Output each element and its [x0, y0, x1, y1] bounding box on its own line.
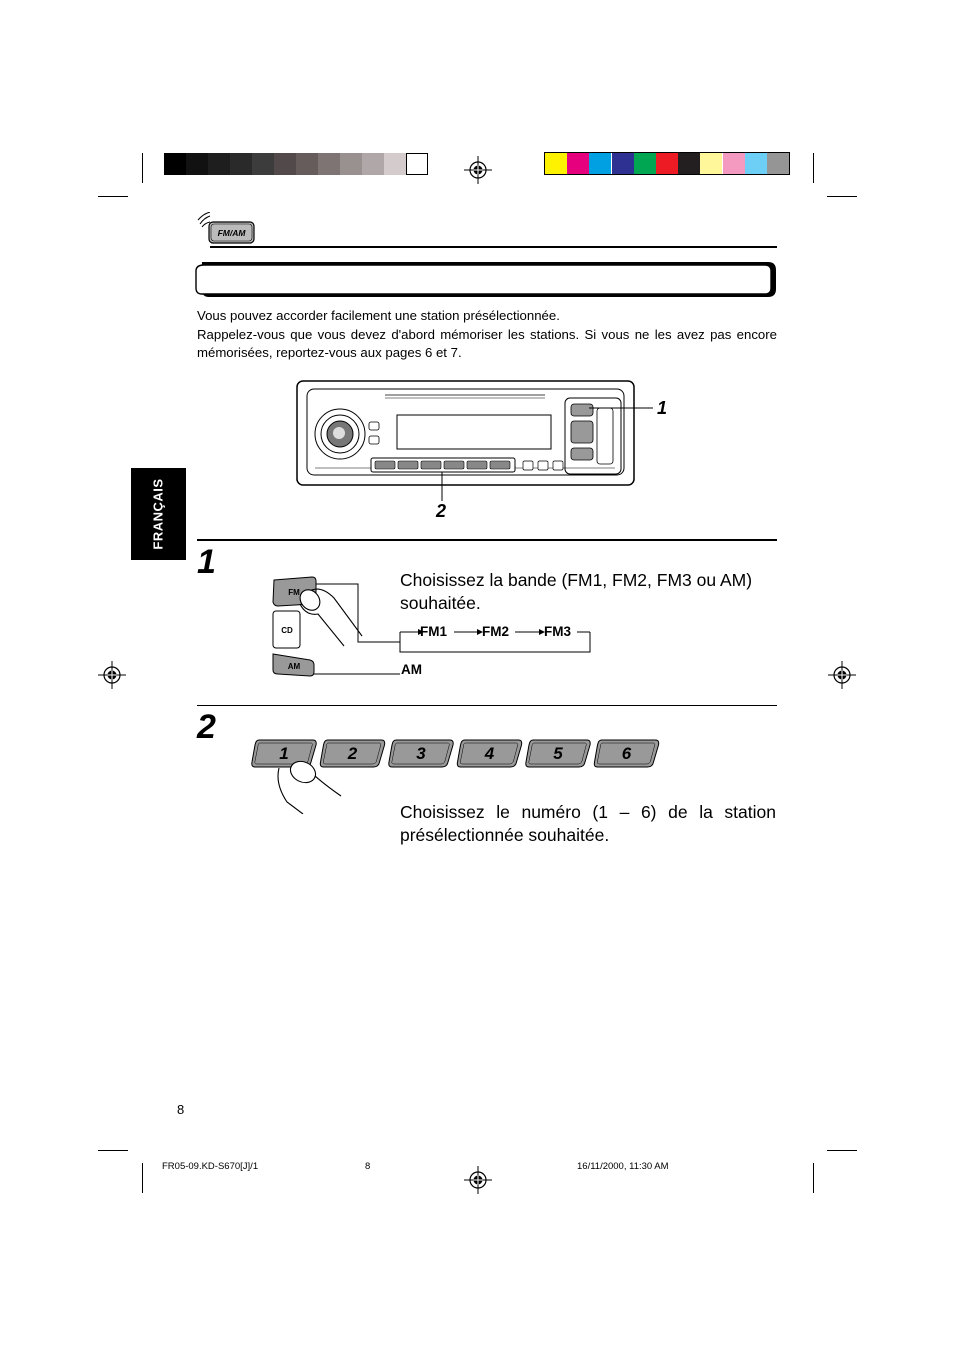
- gray-swatch: [274, 153, 296, 175]
- step-1-rule: [197, 539, 777, 541]
- gray-swatch: [186, 153, 208, 175]
- language-tab-label: FRANÇAIS: [150, 478, 166, 550]
- preset-button-label: 3: [416, 744, 426, 763]
- section-title-box: [195, 262, 776, 297]
- color-swatch: [633, 153, 656, 175]
- preset-buttons-illustration: 1 2 3 4 5 6: [251, 739, 660, 814]
- gray-swatch: [406, 153, 428, 175]
- preset-button-label: 5: [553, 744, 563, 763]
- crop-mark: [813, 153, 814, 183]
- preset-button-6: [593, 739, 660, 768]
- gray-swatch: [318, 153, 340, 175]
- step-2-rule: [197, 705, 777, 706]
- language-tab: [131, 468, 186, 560]
- flow-fm1: FM1: [420, 624, 447, 639]
- crop-mark: [142, 153, 143, 183]
- color-swatch: [678, 153, 701, 175]
- callout-1-label: 1: [657, 398, 667, 418]
- crop-mark: [827, 196, 857, 197]
- flow-am: AM: [401, 662, 422, 677]
- header-rule: [210, 246, 777, 248]
- crop-mark: [827, 1150, 857, 1151]
- gray-swatch: [230, 153, 252, 175]
- preset-button-4: [456, 739, 523, 768]
- gray-swatch: [340, 153, 362, 175]
- preset-button-label: 1: [279, 744, 288, 763]
- flow-fm3: FM3: [544, 624, 571, 639]
- gray-swatch: [252, 153, 274, 175]
- gray-swatch: [164, 153, 186, 175]
- crop-mark: [98, 1150, 128, 1151]
- gray-swatch: [384, 153, 406, 175]
- preset-button-inner: [528, 742, 587, 765]
- fm-button-label: FM: [288, 588, 300, 597]
- gray-swatch: [208, 153, 230, 175]
- color-swatch: [656, 153, 678, 175]
- step-2-number: 2: [197, 708, 216, 746]
- footer-file: FR05-09.KD-S670[J]/1: [162, 1161, 259, 1172]
- page-number: 8: [177, 1102, 185, 1117]
- color-swatch: [767, 153, 789, 175]
- band-selection-illustration: FM CD AM: [272, 576, 591, 677]
- color-swatch: [589, 153, 612, 175]
- fm-am-icon: FM/AM: [197, 212, 255, 244]
- registration-target-icon: [464, 1166, 492, 1194]
- step-1-number: 1: [197, 543, 216, 581]
- preset-button-label: 6: [622, 744, 632, 763]
- crop-mark: [98, 196, 128, 197]
- intro-line-1: Vous pouvez accorder facilement une stat…: [197, 308, 560, 323]
- callout-2-label: 2: [435, 501, 446, 518]
- crop-mark: [142, 1163, 143, 1193]
- gray-swatch: [362, 153, 384, 175]
- registration-target-icon: [464, 156, 492, 184]
- footer-page: 8: [365, 1161, 371, 1172]
- color-swatch: [700, 153, 723, 175]
- step-1-instruction: Choisissez la bande (FM1, FM2, FM3 ou AM…: [400, 570, 753, 613]
- preset-button-inner: [597, 742, 656, 765]
- intro-line-2: Rappelez-vous que vous devez d'abord mém…: [197, 326, 777, 361]
- preset-button-3: [388, 739, 454, 768]
- preset-button-inner: [460, 742, 519, 765]
- footer-timestamp: 16/11/2000, 11:30 AM: [577, 1161, 669, 1172]
- gray-swatch: [296, 153, 318, 175]
- color-bar-outline: [544, 152, 790, 175]
- color-swatch: [744, 153, 767, 175]
- preset-button-5: [525, 739, 591, 768]
- preset-button-inner: [391, 742, 450, 765]
- color-swatch: [722, 153, 745, 175]
- registration-target-icon: [828, 661, 856, 689]
- flow-fm2: FM2: [482, 624, 509, 639]
- color-swatch: [545, 153, 567, 175]
- registration-target-icon: [98, 661, 126, 689]
- color-swatch: [567, 153, 590, 175]
- preset-button-label: 2: [347, 744, 358, 763]
- preset-button-inner: [323, 742, 382, 765]
- color-swatch: [611, 153, 634, 175]
- preset-button-label: 4: [484, 744, 495, 763]
- am-button-label: AM: [288, 662, 301, 671]
- step-2-instruction: Choisissez le numéro (1 – 6) de la stati…: [400, 802, 776, 845]
- preset-button-2: [319, 739, 386, 768]
- fm-am-icon-label: FM/AM: [218, 228, 247, 238]
- cd-button-label: CD: [281, 626, 293, 635]
- crop-mark: [813, 1163, 814, 1193]
- intro-text: Vous pouvez accorder facilement une stat…: [197, 307, 777, 363]
- car-stereo-illustration: 1 2: [296, 380, 667, 518]
